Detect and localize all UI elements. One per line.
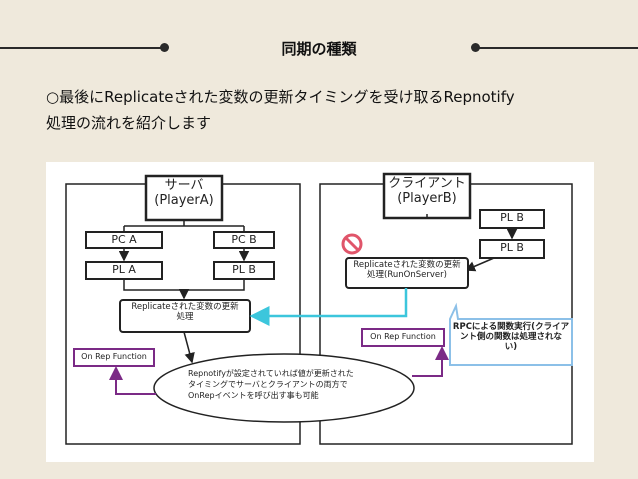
pc-b-label: PC B <box>231 233 257 246</box>
pl-b-client-bottom-box <box>479 239 545 259</box>
replicate-server-line-1: Replicateされた変数の更新 <box>131 302 239 312</box>
arrow-replicate-ellipse <box>183 331 195 364</box>
prohibited-icon <box>341 233 363 255</box>
title-rule-left-dot <box>160 43 169 52</box>
description-line-1: ○最後にReplicateされた変数の更新タイミングを受け取るRepnotify <box>46 88 515 106</box>
rpc-callout <box>449 302 573 366</box>
pc-b-box <box>213 231 275 249</box>
server-title-box <box>144 174 224 222</box>
arrow-plb-replicate-client <box>464 257 495 272</box>
cyan-arrow-client-to-server <box>249 288 408 326</box>
replicate-client-label: Replicateされた変数の更新 処理(RunOnServer) <box>346 260 468 281</box>
diagram-svg <box>65 172 573 445</box>
repnotify-ellipse <box>153 353 415 423</box>
client-title-line-1: クライアント <box>388 176 466 191</box>
rpc-note-line-2: ント側の関数は処理されな <box>459 331 562 342</box>
pl-a-box <box>85 261 163 280</box>
connector-server-title-pcs <box>123 220 245 232</box>
onrep-client-box <box>361 328 445 347</box>
title-rule-right-dot <box>471 43 480 52</box>
client-title-line-2: (PlayerB) <box>397 190 457 206</box>
replicate-client-line-2: 処理(RunOnServer) <box>367 269 447 280</box>
purple-arrow-client-onrep <box>412 346 449 377</box>
diagram-panel: サーバ (PlayerA) クライアント (PlayerB) PC A PC B… <box>46 162 594 462</box>
slide-title: 同期の種類 <box>281 40 357 58</box>
rpc-note-line-3: い) <box>504 341 518 352</box>
server-title-line-2: (PlayerA) <box>154 192 214 208</box>
pc-a-box <box>85 231 163 249</box>
server-title: サーバ (PlayerA) <box>146 178 222 209</box>
repnotify-note: Repnotifyが設定されていれば値が更新された タイミングでサーバとクライア… <box>188 368 384 402</box>
title-rule-left <box>0 47 165 49</box>
description-line-2: 処理の流れを紹介します <box>46 114 212 132</box>
repnotify-note-line-1: Repnotifyが設定されていれば値が更新された <box>188 369 354 378</box>
pc-a-label: PC A <box>111 233 137 246</box>
client-title: クライアント (PlayerB) <box>384 176 470 207</box>
replicate-client-line-1: Replicateされた変数の更新 <box>353 260 461 270</box>
pl-b-server-box <box>213 261 275 280</box>
onrep-client-label: On Rep Function <box>370 332 436 341</box>
replicate-server-line-2: 処理 <box>176 311 194 322</box>
rpc-note-line-1: RPCによる関数実行(クライア <box>452 322 570 332</box>
pl-a-label: PL A <box>112 263 136 276</box>
repnotify-note-line-3: OnRepイベントを呼び出す事も可能 <box>188 391 319 401</box>
connector-pl-replicate <box>123 279 245 298</box>
server-title-line-1: サーバ <box>164 178 204 193</box>
purple-arrow-server-onrep <box>109 366 156 395</box>
slide-description: ○最後にReplicateされた変数の更新タイミングを受け取るRepnotify… <box>46 84 606 136</box>
replicate-server-label: Replicateされた変数の更新 処理 <box>120 302 250 323</box>
repnotify-note-line-2: タイミングでサーバとクライアントの両方で <box>188 380 348 390</box>
rpc-note: RPCによる関数実行(クライア ント側の関数は処理されな い) <box>452 322 570 352</box>
pl-b-client-top-label: PL B <box>500 211 524 224</box>
onrep-server-label: On Rep Function <box>81 352 147 361</box>
title-rule-right <box>476 47 638 49</box>
pl-b-server-label: PL B <box>232 263 256 276</box>
pl-b-client-bottom-label: PL B <box>500 241 524 254</box>
